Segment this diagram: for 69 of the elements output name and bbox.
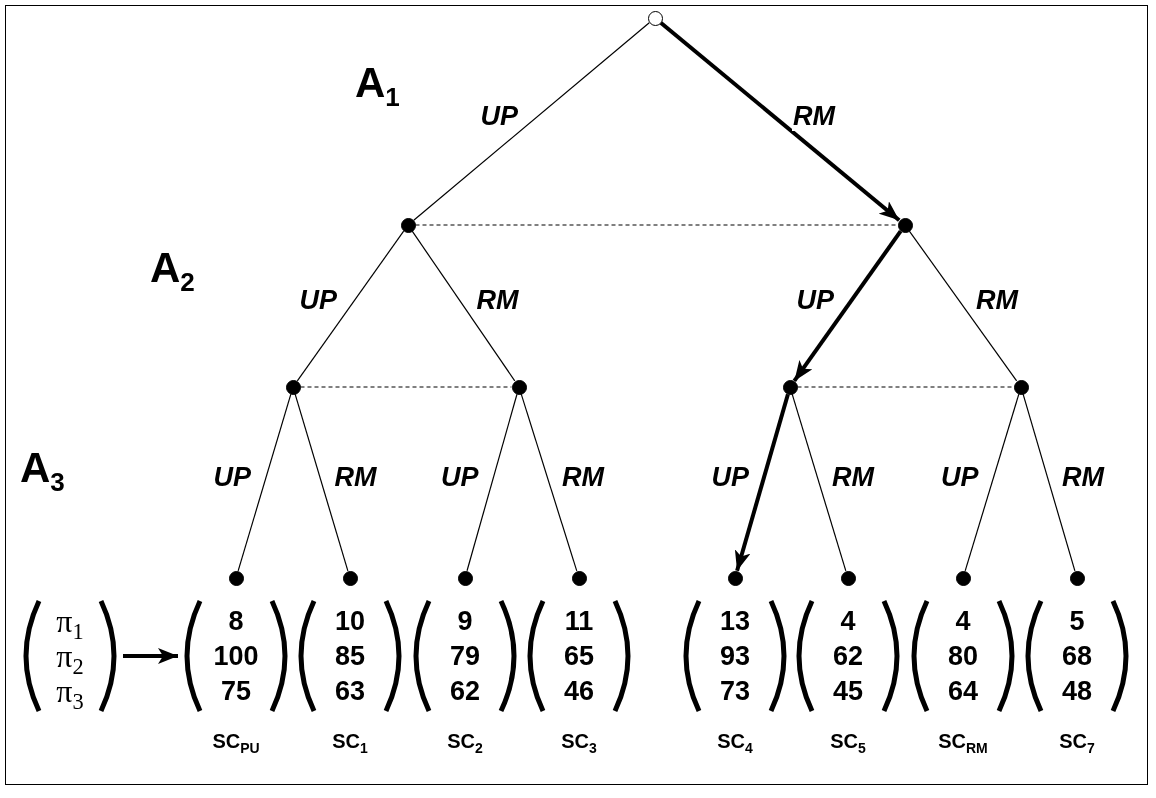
information-set-line <box>300 386 512 388</box>
branch-line <box>411 230 516 382</box>
payoff-value: 5 <box>1069 605 1085 636</box>
payoff-value: 63 <box>334 675 365 706</box>
payoff-value: 93 <box>719 640 750 671</box>
payoff-value: 10 <box>334 605 365 636</box>
payoff-value: 85 <box>334 640 365 671</box>
branch-line <box>520 393 578 572</box>
payoff-value: 4 <box>840 605 856 636</box>
payoff-value: 13 <box>719 605 750 636</box>
tree-node <box>457 570 473 586</box>
branch-line <box>1022 393 1076 572</box>
tree-node <box>228 570 244 586</box>
payoff-value: 8 <box>228 605 244 636</box>
tree-node <box>840 570 856 586</box>
strategy-label: SC$_{3}$ <box>561 729 597 753</box>
payoff-value: 48 <box>1061 675 1092 706</box>
branch-line <box>296 230 405 382</box>
arrow <box>659 21 901 222</box>
strategy-label: SC$_{RM}$ <box>938 729 988 753</box>
strategy-label: SC$_{1}$ <box>332 729 368 753</box>
payoff-value: 4 <box>955 605 971 636</box>
tree-node <box>727 570 743 586</box>
strategy-label: SC$_{2}$ <box>447 729 483 753</box>
payoff-value: 79 <box>449 640 480 671</box>
tree-node <box>511 379 527 395</box>
tree-node <box>782 379 798 395</box>
payoff-value: 62 <box>832 640 863 671</box>
branch-line <box>791 393 847 572</box>
tree-node <box>285 379 301 395</box>
branch-line <box>294 393 349 572</box>
tree-node <box>1069 570 1085 586</box>
tree-node <box>955 570 971 586</box>
payoff-value: 65 <box>563 640 594 671</box>
payoff-value: 73 <box>719 675 750 706</box>
tree-node <box>400 217 416 233</box>
tree-node <box>1013 379 1029 395</box>
payoff-symbol: π$_{1}$ <box>56 602 84 639</box>
branch-line <box>466 393 518 572</box>
payoff-value: 64 <box>947 675 978 706</box>
information-set-line <box>797 386 1014 388</box>
payoff-value: 62 <box>449 675 480 706</box>
payoff-value: 46 <box>563 675 594 706</box>
payoff-value: 80 <box>947 640 978 671</box>
tree-node <box>647 10 663 26</box>
player-label: A$_{1}$ <box>355 60 400 106</box>
branch-line <box>908 230 1018 382</box>
payoff-value: 68 <box>1061 640 1092 671</box>
strategy-label: SC$_{5}$ <box>830 729 866 753</box>
payoff-value: 100 <box>213 640 259 671</box>
arrow <box>734 393 790 572</box>
strategy-label: SC$_{7}$ <box>1059 729 1095 753</box>
branch-line <box>964 393 1020 572</box>
arrow <box>792 229 903 383</box>
information-set-line <box>415 224 898 226</box>
payoff-value: 9 <box>457 605 473 636</box>
strategy-label: SC$_{PU}$ <box>212 729 260 753</box>
player-label: A$_{3}$ <box>20 445 65 491</box>
payoff-value: 45 <box>832 675 863 706</box>
branch-line <box>237 393 292 572</box>
arrow <box>123 648 178 664</box>
tree-node <box>571 570 587 586</box>
tree-node <box>897 217 913 233</box>
tree-node <box>342 570 358 586</box>
branch-line <box>413 22 650 221</box>
player-label: A$_{2}$ <box>150 245 195 291</box>
payoff-value: 11 <box>564 605 594 636</box>
payoff-value: 75 <box>220 675 251 706</box>
strategy-label: SC$_{4}$ <box>717 729 753 753</box>
